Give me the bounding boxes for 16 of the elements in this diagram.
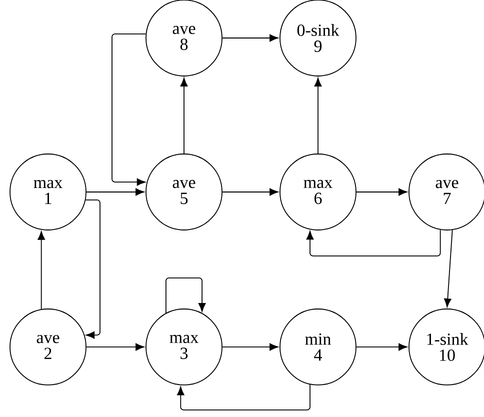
arrow: [222, 343, 278, 351]
arrow: [166, 278, 206, 314]
arrow: [177, 384, 310, 410]
arrow: [314, 78, 322, 154]
arrow: [86, 188, 144, 196]
arrow: [356, 343, 408, 351]
arrow: [222, 34, 278, 42]
arrow: [85, 200, 100, 339]
arrow: [112, 34, 146, 186]
arrow: [356, 188, 408, 196]
arrow: [180, 78, 188, 154]
arrow: [86, 343, 144, 351]
arrow: [444, 230, 453, 308]
arrow: [306, 229, 441, 256]
arrow: [222, 188, 278, 196]
arrow: [38, 231, 45, 310]
